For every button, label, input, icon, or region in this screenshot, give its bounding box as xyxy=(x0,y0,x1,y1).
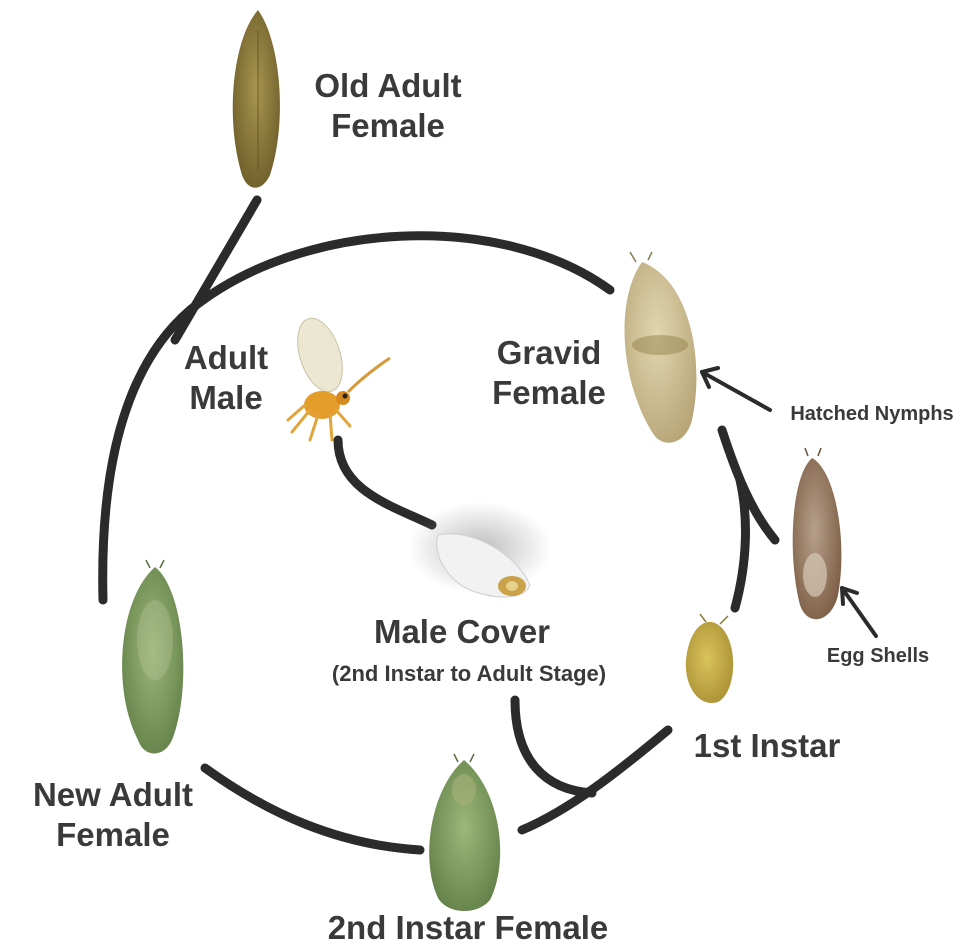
gravid-female-line-2: Female xyxy=(484,373,614,413)
new-female-to-2nd-instar xyxy=(205,768,420,850)
new-adult-female-label: New Adult Female xyxy=(8,775,218,856)
hatched-nymphs-label: Hatched Nymphs xyxy=(770,402,974,426)
adult-male-label: Adult Male xyxy=(170,338,282,419)
egg-shell-female-icon xyxy=(793,448,842,619)
adult-male-line-2: Male xyxy=(170,378,282,418)
second-instar-female-icon xyxy=(429,754,500,911)
old-adult-female-label: Old Adult Female xyxy=(300,66,476,147)
second-instar-female-label: 2nd Instar Female xyxy=(290,908,646,948)
gravid-female-line-1: Gravid xyxy=(484,333,614,373)
old-female-branch xyxy=(175,200,257,340)
new-adult-female-line-2: Female xyxy=(8,815,218,855)
old-adult-female-line-2: Female xyxy=(300,106,476,146)
male-path xyxy=(338,440,432,525)
egg-shells-arrow xyxy=(842,588,876,636)
male-cover-subtitle: (2nd Instar to Adult Stage) xyxy=(286,661,652,688)
1st-instar-to-gravid xyxy=(735,480,745,608)
first-instar-label: 1st Instar xyxy=(682,726,852,766)
first-instar-icon xyxy=(686,614,733,703)
male-cover-branch xyxy=(515,700,592,793)
old-adult-female-icon xyxy=(233,10,280,188)
adult-male-line-1: Adult xyxy=(170,338,282,378)
male-cover-icon xyxy=(408,502,552,597)
old-adult-female-line-1: Old Adult xyxy=(300,66,476,106)
male-cover-label: Male Cover xyxy=(358,612,566,652)
gravid-female-label: Gravid Female xyxy=(484,333,614,414)
new-adult-female-icon xyxy=(122,560,183,754)
hatched-nymphs-arrow xyxy=(702,368,770,410)
egg-shells-label: Egg Shells xyxy=(816,644,940,668)
adult-male-icon xyxy=(288,313,390,440)
gravid-female-icon xyxy=(625,252,697,443)
new-adult-female-line-1: New Adult xyxy=(8,775,218,815)
